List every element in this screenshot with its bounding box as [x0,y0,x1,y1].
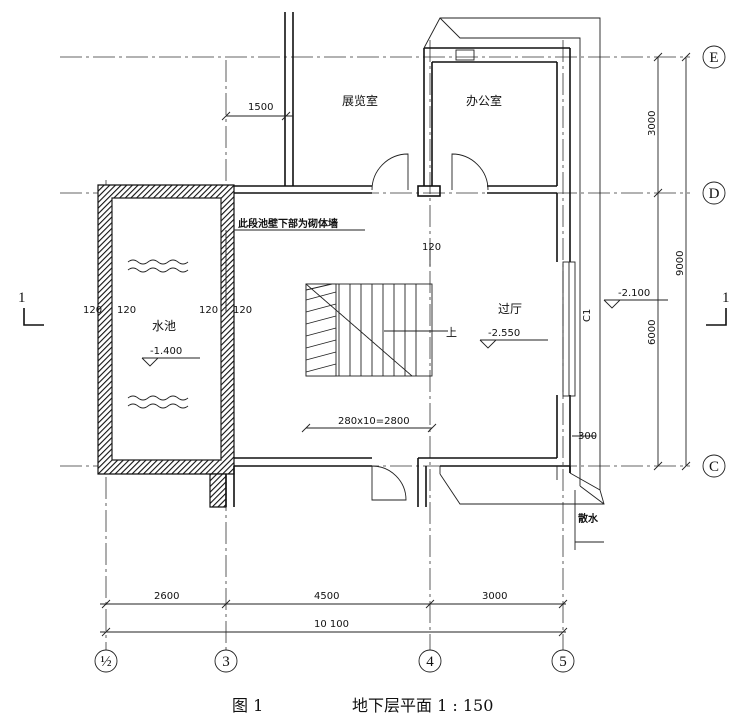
axis-bubble-e [702,45,726,69]
section-mark-left [23,308,44,326]
dim-bottom-4500: 4500 [314,591,339,602]
dim-top-1500: 1500 [248,102,273,113]
dim-wall-120: 120 [199,305,218,316]
room-label-office: 办公室 [466,93,502,108]
dim-right-3000: 3000 [647,111,658,136]
axis-label-c: C [709,459,719,475]
dim-300: 300 [578,431,597,442]
room-label-exhibition: 展览室 [342,93,378,108]
note-scatter-water: 散水 [578,512,599,525]
building-walls [225,12,576,507]
figure-number: 图 1 [232,696,264,715]
section-marks [23,308,727,326]
dim-stair: 280x10=2800 [338,416,410,427]
axis-bubble-d [702,181,726,205]
axis-bubble-c [702,454,726,478]
axis-bubble-3 [214,649,238,673]
door-office [451,153,489,191]
axis-label-4: 4 [426,654,434,670]
axis-label-1-2: ½ [100,654,111,670]
water-mark [127,267,189,273]
pool-inner-edge [111,197,222,461]
axis-bubble-1-2 [94,649,118,673]
dim-right-9000: 9000 [675,251,686,276]
staircase [305,283,448,377]
elevation-exterior: -2.100 [618,288,650,299]
dim-wall-120: 120 [233,305,252,316]
dim-wall-120: 120 [422,242,441,253]
dim-wall-120: 120 [117,305,136,316]
axis-bubbles [94,45,726,673]
dim-right-6000: 6000 [647,320,658,345]
water-mark [127,259,189,265]
elevation-marks [141,299,668,367]
axis-bubble-5 [551,649,575,673]
water-mark [127,395,189,401]
door-hall-bottom [371,465,407,501]
grid-lines [60,40,690,650]
axis-label-d: D [709,186,720,202]
room-label-pool: 水池 [152,319,176,333]
dim-bottom-2600: 2600 [154,591,179,602]
dim-wall-120: 120 [83,305,102,316]
note-pool-wall: 此段池壁下部为砌体墙 [238,217,338,230]
pool-wall-stub [209,473,227,508]
room-label-hall: 过厅 [498,302,522,316]
dim-bottom-total: 10 100 [314,619,349,630]
section-label-right: 1 [722,290,730,306]
floor-plan-drawing: E D C ½ 3 4 5 展览室 办公室 过厅 水池 -2.550 -1.40… [18,12,730,673]
elevation-hall: -2.550 [488,328,520,339]
dim-bottom-3000: 3000 [482,591,507,602]
water-mark [127,403,189,409]
axis-bubble-4 [418,649,442,673]
doors [371,153,489,501]
eaves-lines [423,17,605,505]
axis-label-3: 3 [222,654,230,670]
drawing-title: 地下层平面 1 : 150 [352,696,494,715]
elevation-pool: -1.400 [150,346,182,357]
dimension-lines [100,52,691,637]
note-stair-up: 上 [446,326,457,339]
axis-label-e: E [709,50,718,66]
note-window-c1: C1 [582,309,593,322]
door-exhibition [371,153,409,191]
section-mark-right [706,308,727,326]
section-label-left: 1 [18,290,26,306]
axis-label-5: 5 [559,654,567,670]
